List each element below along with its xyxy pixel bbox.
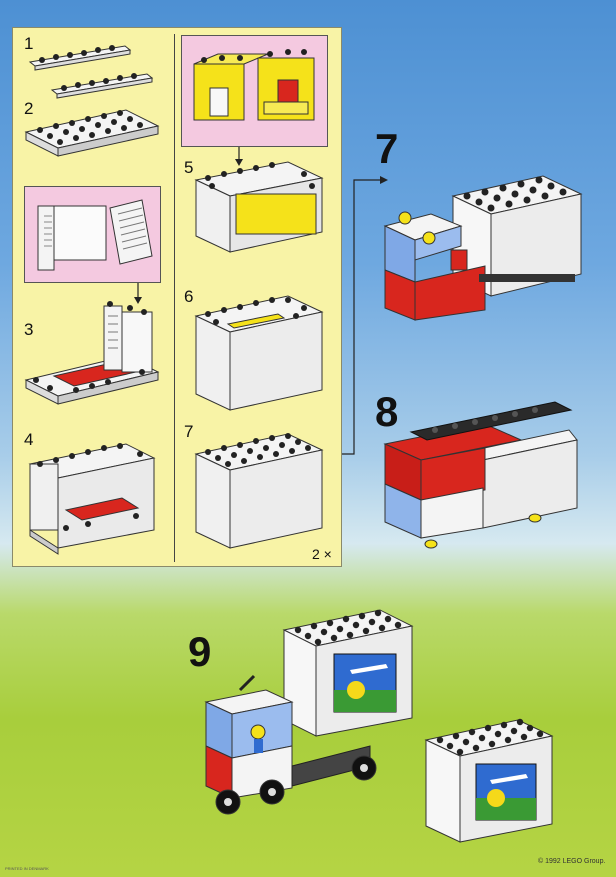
step-5-assembly xyxy=(194,161,324,253)
door-parts xyxy=(37,199,153,271)
airplane-logo-icon xyxy=(475,763,537,821)
step-6-assembly xyxy=(194,295,324,411)
step-7-number: 7 xyxy=(375,125,399,172)
step-3-number: 3 xyxy=(24,320,34,339)
second-container xyxy=(424,718,554,843)
panel-divider xyxy=(174,34,175,562)
step-2-plate xyxy=(24,109,160,157)
step-1-number: 1 xyxy=(24,34,34,53)
step-7a-number: 7 xyxy=(184,422,194,441)
step-3-assembly xyxy=(24,301,160,405)
repeat-2x-label: 2 × xyxy=(312,546,332,562)
copyright-notice: © 1992 LEGO Group. xyxy=(538,858,606,865)
step-1-plates xyxy=(28,45,154,99)
step-2-number: 2 xyxy=(24,99,34,118)
step-5-number: 5 xyxy=(184,158,194,177)
step-9-truck xyxy=(204,609,414,815)
airplane-logo-icon xyxy=(333,653,397,713)
yellow-cabinet-parts xyxy=(193,49,315,121)
step-6-number: 6 xyxy=(184,287,194,306)
arrow-down-icon xyxy=(134,283,142,304)
arrow-down-icon xyxy=(235,147,243,166)
print-note: PRINTED IN DENMARK xyxy=(5,866,49,871)
step-4-assembly xyxy=(28,443,156,555)
arrow-right-icon xyxy=(342,176,388,455)
step-7a-assembly xyxy=(194,433,324,549)
step-7-truck xyxy=(383,175,583,321)
step-9-number: 9 xyxy=(188,628,212,675)
step-8-truck xyxy=(383,401,578,549)
step-8-number: 8 xyxy=(375,388,399,435)
step-4-number: 4 xyxy=(24,430,34,449)
